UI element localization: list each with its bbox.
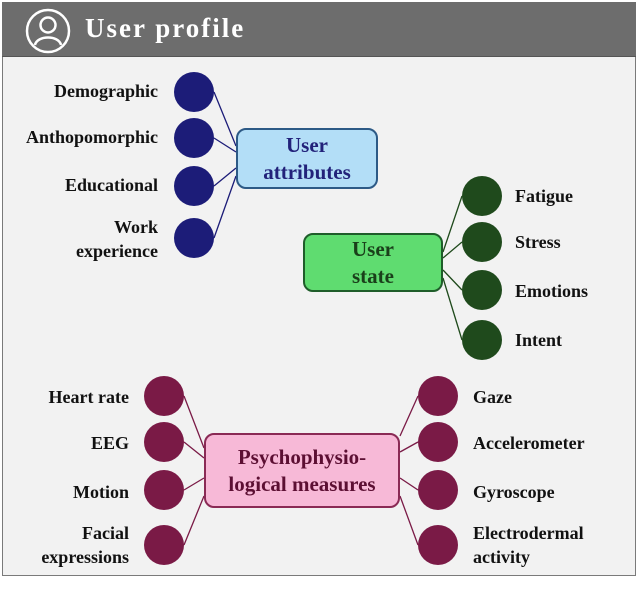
- link-intent: [442, 277, 463, 341]
- node-emotions: [462, 270, 502, 310]
- label-eeg: EEG: [90, 433, 129, 453]
- label-gyroscope: Gyroscope: [473, 482, 555, 502]
- hub-user-attributes: User attributes: [236, 128, 378, 189]
- node-anthopomorphic: [174, 118, 214, 158]
- link-electrodermal: [399, 495, 419, 546]
- hub-state-line2: state: [352, 263, 394, 288]
- node-fatigue: [462, 176, 502, 216]
- link-fatigue: [442, 195, 463, 253]
- link-facial: [183, 495, 205, 546]
- label-fatigue: Fatigue: [515, 186, 573, 206]
- node-stress: [462, 222, 502, 262]
- label-gaze: Gaze: [473, 387, 512, 407]
- label-educational: Educational: [64, 175, 158, 195]
- label-emotions: Emotions: [515, 281, 589, 301]
- hub-attributes-line2: attributes: [263, 159, 351, 184]
- link-demographic: [213, 91, 237, 147]
- hub-psycho-line2: logical measures: [228, 471, 376, 496]
- node-intent: [462, 320, 502, 360]
- label-experience: experience: [76, 241, 158, 261]
- hub-attributes-line1: User: [286, 132, 328, 157]
- node-gyroscope: [418, 470, 458, 510]
- link-accelerometer: [399, 441, 419, 453]
- link-motion: [183, 477, 205, 491]
- hub-state-line1: User: [352, 236, 394, 261]
- label-intent: Intent: [515, 330, 563, 350]
- user-outline-icon: [25, 8, 71, 54]
- hub-user-state: User state: [303, 233, 443, 292]
- node-educational: [174, 166, 214, 206]
- label-heart-rate: Heart rate: [48, 387, 129, 407]
- label-activity: activity: [473, 547, 530, 567]
- node-eeg: [144, 422, 184, 462]
- node-gaze: [418, 376, 458, 416]
- label-facial: Facial: [82, 523, 129, 543]
- label-demographic: Demographic: [54, 81, 158, 101]
- node-accelerometer: [418, 422, 458, 462]
- label-anthopomorphic: Anthopomorphic: [25, 127, 158, 147]
- link-educational: [213, 167, 237, 187]
- link-work: [213, 175, 237, 239]
- node-demographic: [174, 72, 214, 112]
- node-heart-rate: [144, 376, 184, 416]
- link-gyroscope: [399, 477, 419, 491]
- link-eeg: [183, 441, 205, 459]
- label-work: Work: [113, 217, 158, 237]
- link-stress: [442, 241, 463, 259]
- hub-psycho-line1: Psychophysio-: [237, 444, 367, 469]
- label-motion: Motion: [73, 482, 129, 502]
- profile-header: User profile: [2, 2, 636, 57]
- node-facial-expressions: [144, 525, 184, 565]
- hub-psychophysiological-measures: Psychophysio- logical measures: [204, 433, 400, 508]
- label-accelerometer: Accelerometer: [473, 433, 585, 453]
- label-stress: Stress: [515, 232, 561, 252]
- header-title: User profile: [85, 13, 246, 43]
- node-work-experience: [174, 218, 214, 258]
- label-electrodermal: Electrodermal: [473, 523, 584, 543]
- node-motion: [144, 470, 184, 510]
- link-heart-rate: [183, 395, 205, 449]
- link-anthopomorphic: [213, 137, 237, 153]
- label-expressions: expressions: [41, 547, 129, 567]
- link-emotions: [442, 269, 463, 291]
- link-gaze: [399, 395, 419, 437]
- node-electrodermal-activity: [418, 525, 458, 565]
